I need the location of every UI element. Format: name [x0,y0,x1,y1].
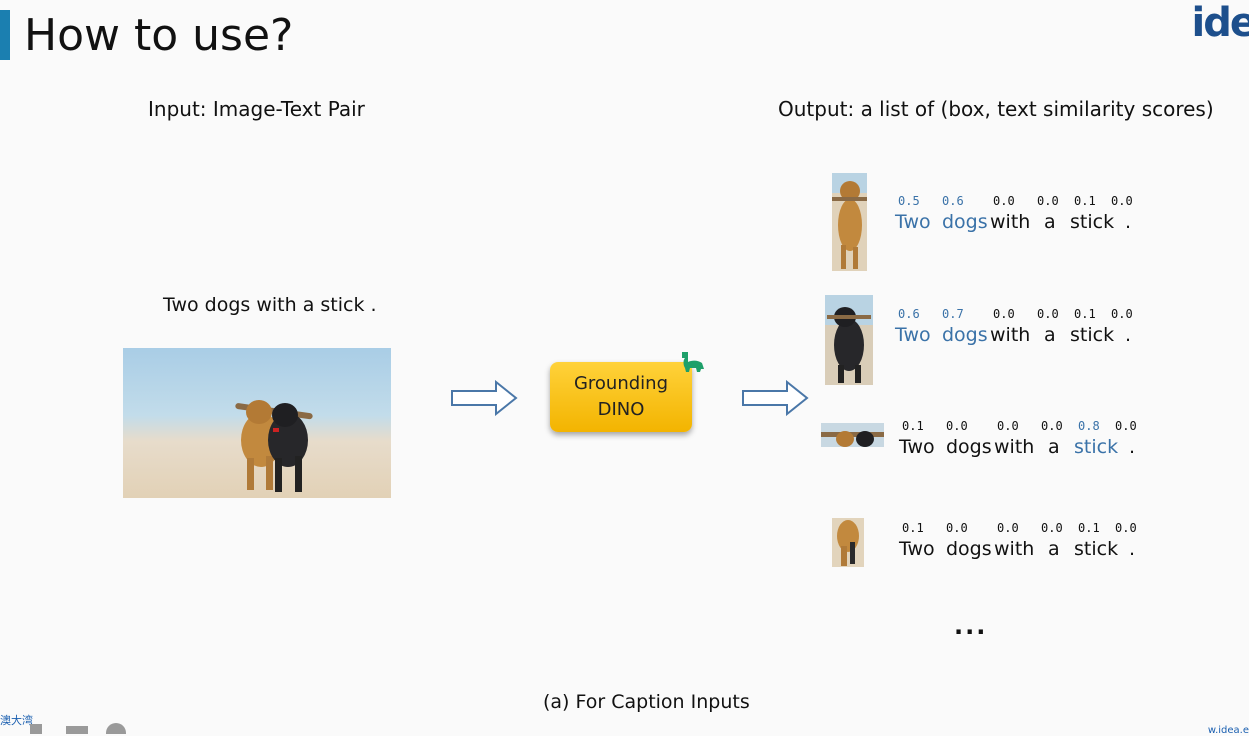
similarity-score: 0.0 [1115,419,1137,433]
caption-token: Two [895,324,931,346]
figure-caption: (a) For Caption Inputs [543,691,750,713]
corner-watermark-text: 澳大湾 [0,714,33,727]
caption-token: . [1125,324,1132,346]
caption-token: stick [1070,324,1115,346]
similarity-score: 0.0 [1041,419,1063,433]
similarity-score: 0.0 [993,194,1015,208]
crop-thumbnail-golden-dog [832,173,867,271]
similarity-score: 0.1 [902,521,924,535]
similarity-score: 0.0 [993,307,1015,321]
right-arrow-icon [451,380,518,416]
slide-title: How to use? [24,10,294,61]
similarity-score: 0.6 [898,307,920,321]
caption-token: with [994,538,1035,560]
caption-token: with [994,436,1035,458]
input-image [123,348,391,498]
caption-token: . [1129,436,1136,458]
caption-token: with [990,324,1031,346]
caption-token: dogs [946,538,992,560]
caption-token: dogs [942,211,988,233]
title-accent-bar [0,10,10,60]
similarity-score: 0.0 [946,521,968,535]
similarity-score: 0.1 [1078,521,1100,535]
similarity-score: 0.0 [1037,194,1059,208]
right-arrow-icon [742,380,809,416]
caption-token: stick [1070,211,1115,233]
model-name-line2: DINO [597,399,645,420]
similarity-score: 0.6 [942,194,964,208]
similarity-score: 0.0 [1037,307,1059,321]
similarity-score: 0.7 [942,307,964,321]
menu-circle-icon[interactable] [106,723,126,734]
similarity-score: 0.1 [902,419,924,433]
caption-token: Two [895,211,931,233]
model-name-line1: Grounding [573,373,669,394]
similarity-score: 0.0 [1111,307,1133,321]
camera-icon[interactable] [66,726,88,734]
similarity-score: 0.0 [1111,194,1133,208]
caption-token: stick [1074,538,1119,560]
similarity-score: 0.0 [1115,521,1137,535]
input-heading: Input: Image-Text Pair [148,97,365,121]
input-caption-text: Two dogs with a stick . [163,294,377,316]
presentation-toolbar [30,723,126,734]
similarity-score: 0.5 [898,194,920,208]
corner-url-text: w.idea.e [1207,725,1249,736]
caption-token: a [1044,211,1056,233]
caption-token: dogs [946,436,992,458]
similarity-score: 0.0 [997,419,1019,433]
caption-token: Two [899,538,935,560]
dinosaur-icon [682,352,704,372]
more-results-ellipsis: ... [954,612,988,640]
crop-thumbnail-stick [821,423,884,447]
caption-token: with [990,211,1031,233]
similarity-score: 0.8 [1078,419,1100,433]
caption-token: a [1048,538,1060,560]
similarity-score: 0.0 [1041,521,1063,535]
similarity-score: 0.1 [1074,194,1096,208]
caption-token: Two [899,436,935,458]
crop-thumbnail-black-dog [825,295,873,385]
caption-token: dogs [942,324,988,346]
grounding-dino-box: Grounding DINO [550,362,692,432]
caption-token: a [1048,436,1060,458]
caption-token: a [1044,324,1056,346]
similarity-score: 0.1 [1074,307,1096,321]
pen-icon[interactable] [30,724,42,734]
caption-token: stick [1074,436,1119,458]
similarity-score: 0.0 [997,521,1019,535]
idea-logo: ide [1191,0,1249,46]
similarity-score: 0.0 [946,419,968,433]
caption-token: . [1125,211,1132,233]
dogs-illustration [235,400,313,492]
output-heading: Output: a list of (box, text similarity … [778,97,1214,121]
crop-thumbnail-dog-leg [832,518,864,567]
caption-token: . [1129,538,1136,560]
